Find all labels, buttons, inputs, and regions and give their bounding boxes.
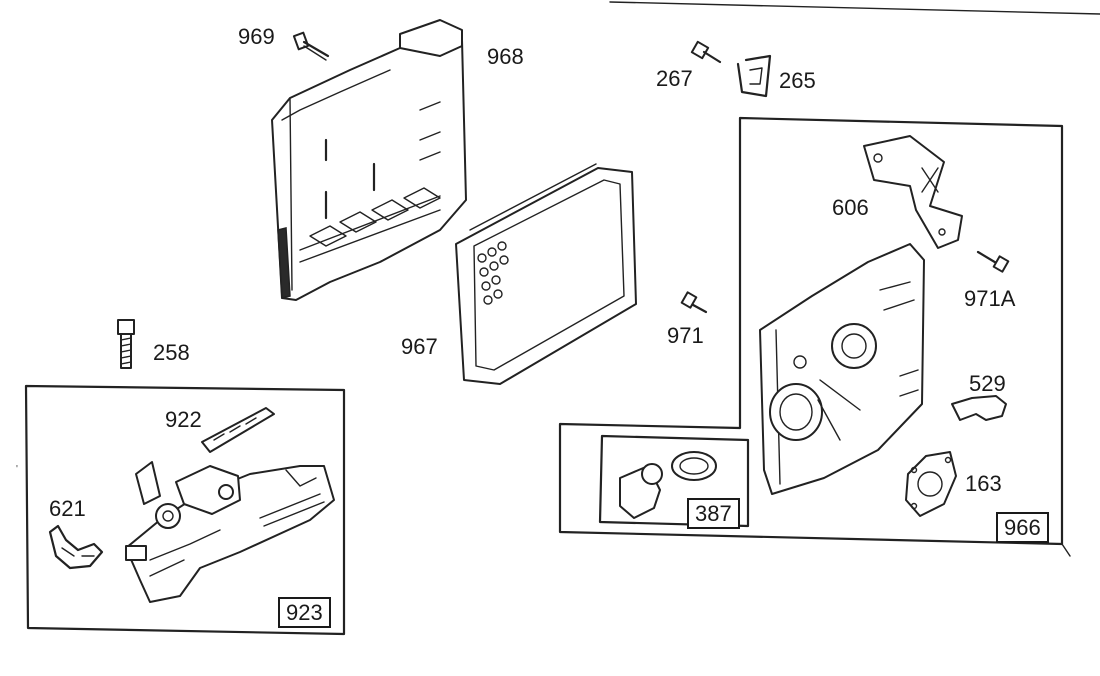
part-267-screw [690, 40, 722, 64]
part-922-link [201, 407, 275, 453]
part-621-spring [48, 524, 104, 570]
part-971A-screw [976, 250, 1010, 273]
part-923-governor-bracket [125, 461, 335, 603]
part-258-bolt [117, 319, 135, 369]
stray-mark: ' [16, 464, 18, 475]
box-label-387: 387 [687, 498, 740, 529]
box-966-tick [1061, 543, 1071, 557]
label-265: 265 [779, 68, 816, 93]
part-606-bracket [863, 135, 963, 249]
box-label-966: 966 [996, 512, 1049, 543]
label-621: 621 [49, 496, 86, 521]
label-922: 922 [165, 407, 202, 432]
part-966-carburetor-housing [759, 243, 925, 495]
label-267: 267 [656, 66, 693, 91]
part-163-gasket [905, 451, 957, 517]
box-966-outline [558, 116, 1064, 546]
label-967: 967 [401, 334, 438, 359]
label-529: 529 [969, 371, 1006, 396]
part-968-housing [271, 19, 467, 301]
part-971-screw [680, 291, 708, 314]
box-923-outline [24, 384, 346, 636]
part-969-screw [292, 31, 330, 61]
label-163: 163 [965, 471, 1002, 496]
label-606: 606 [832, 195, 869, 220]
label-968: 968 [487, 44, 524, 69]
box-387-outline [598, 434, 750, 528]
part-387-kit [619, 451, 717, 519]
box-label-923: 923 [278, 597, 331, 628]
part-967-filter [455, 163, 637, 385]
page-border-line [609, 1, 1100, 15]
label-971A: 971A [964, 286, 1016, 311]
label-969: 969 [238, 24, 275, 49]
part-529-tube [951, 395, 1007, 421]
label-971: 971 [667, 323, 704, 348]
label-258: 258 [153, 340, 190, 365]
part-265-clip [736, 54, 772, 98]
